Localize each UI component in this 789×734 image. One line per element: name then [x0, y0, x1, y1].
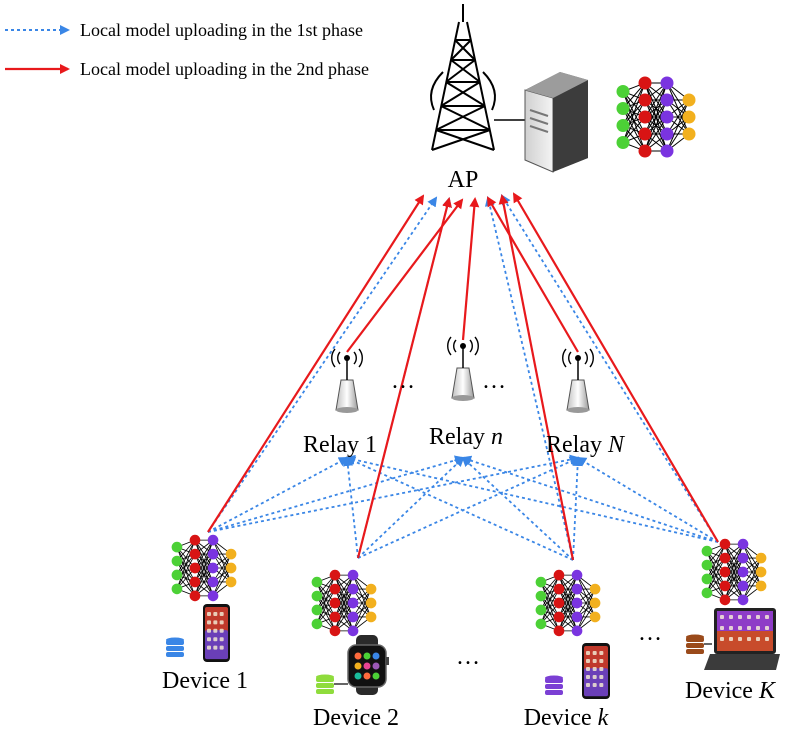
- ap-label: AP: [448, 167, 479, 193]
- relay-antenna-icon: [566, 379, 590, 411]
- phase1-link-device3-ap: [484, 196, 574, 561]
- relay-label-index: n: [491, 424, 503, 450]
- phase1-link-device3-relay1: [345, 456, 574, 561]
- legend-phase2-label: Local model uploading in the 2nd phase: [80, 59, 369, 79]
- device-label: Device 2: [313, 705, 399, 731]
- phase1-link-device1-relay2: [207, 455, 465, 533]
- device-label-prefix: Device: [524, 705, 598, 731]
- device-label-prefix: Device: [313, 705, 387, 731]
- phase1-link-device2-relay3: [357, 456, 580, 559]
- devicek-neural-network-icon: [535, 569, 601, 637]
- phase2-link-device2-ap: [356, 197, 452, 559]
- device-label: Device k: [524, 705, 609, 731]
- relay-label: Relay 1: [303, 432, 377, 458]
- phase2-link-relay3-ap: [486, 196, 579, 353]
- relay-antenna-icon: [335, 379, 359, 411]
- relay-antenna-icon: [451, 367, 475, 399]
- legend-phase1-label: Local model uploading in the 1st phase: [80, 20, 363, 40]
- deviceK-neural-network-icon: [701, 538, 767, 606]
- device2-watch-icon: [347, 635, 389, 695]
- ellipsis: …: [482, 368, 506, 394]
- device1-phone-icon: [203, 604, 230, 662]
- phase1-link-device1-relay3: [207, 454, 580, 533]
- device-label-index: K: [758, 678, 777, 704]
- device2-neural-network-icon: [311, 569, 377, 637]
- device-label-prefix: Device: [162, 668, 236, 694]
- phase1-link-device1-relay1: [207, 457, 349, 533]
- deviceK-tablet-icon: [704, 608, 780, 670]
- relay-2: Relay n: [429, 336, 503, 450]
- relay-label: Relay N: [546, 432, 626, 458]
- phase1-link-device4-relay1: [345, 454, 719, 543]
- device-label-index: k: [598, 705, 609, 731]
- legend: Local model uploading in the 1st phase L…: [5, 20, 369, 79]
- ellipsis: …: [391, 368, 415, 394]
- phase2-link-relay2-ap: [461, 197, 480, 341]
- device-label-prefix: Device: [685, 678, 759, 704]
- wireless-signal-icon: [562, 348, 594, 368]
- phase1-link-device4-ap: [500, 194, 719, 543]
- server-icon: [524, 72, 588, 173]
- ap-tower-icon: [430, 4, 496, 151]
- phase1-link-device4-relay3: [576, 456, 719, 543]
- relay-label-index: 1: [365, 432, 377, 458]
- phase1-link-device3-relay2: [461, 456, 574, 561]
- relay-label-prefix: Relay: [429, 424, 491, 450]
- ellipsis: …: [456, 644, 480, 670]
- server-neural-network-icon: [616, 76, 696, 158]
- devicek-database-icon: [545, 675, 563, 695]
- phase2-link-device4-ap: [512, 192, 719, 543]
- phase1-link-device4-relay2: [461, 455, 719, 543]
- relay-label-prefix: Relay: [303, 432, 365, 458]
- relay-label-prefix: Relay: [546, 432, 608, 458]
- device1-neural-network-icon: [171, 534, 237, 602]
- phase1-link-device2-relay2: [357, 456, 465, 559]
- device1-database-icon: [166, 637, 184, 657]
- relay-3: Relay N: [546, 348, 626, 458]
- phase2-link-device3-ap: [498, 194, 575, 561]
- ellipsis: …: [638, 620, 662, 646]
- device-label-index: 2: [387, 705, 399, 731]
- phase1-link-device1-ap: [207, 196, 438, 533]
- device2-database-icon: [316, 674, 334, 694]
- phase2-link-relay1-ap: [346, 198, 464, 353]
- device-label: Device K: [685, 678, 777, 704]
- relay-1: Relay 1: [303, 348, 377, 458]
- wireless-signal-icon: [331, 348, 363, 368]
- device-label: Device 1: [162, 668, 248, 694]
- wireless-signal-icon: [447, 336, 479, 356]
- deviceK-database-icon: [686, 634, 704, 654]
- links-layer: [207, 192, 719, 561]
- relay-label-index: N: [607, 432, 626, 458]
- relay-label: Relay n: [429, 424, 503, 450]
- phase1-link-device2-relay1: [342, 456, 359, 559]
- device-label-index: 1: [236, 668, 248, 694]
- devicek-phone-icon: [582, 643, 610, 699]
- phase1-link-device3-relay3: [572, 456, 583, 561]
- phase2-link-device1-ap: [207, 194, 425, 533]
